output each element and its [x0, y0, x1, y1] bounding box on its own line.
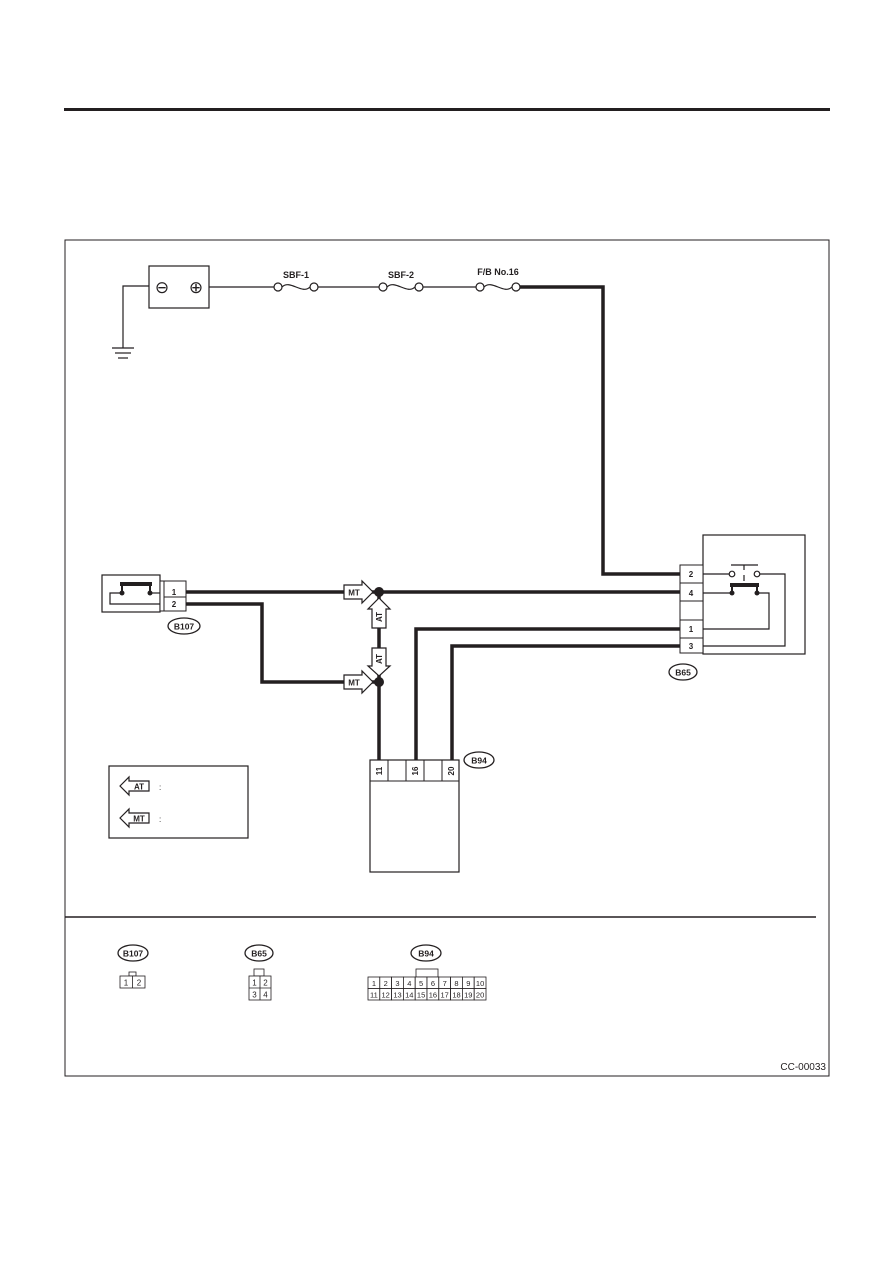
battery-plus-icon: ⊕: [189, 278, 203, 297]
b65-badge: B65: [668, 663, 698, 681]
b94-badge: B94: [463, 751, 495, 769]
b94-pin-label: 17: [441, 990, 449, 999]
svg-text:B94: B94: [418, 949, 434, 959]
b94-pin-label: 5: [419, 979, 423, 988]
mt-marker-lower: MT: [343, 669, 374, 695]
b94-module: 11 16 20: [369, 759, 460, 873]
b94-pin-label: 1: [372, 979, 376, 988]
fuse-sbf2-label: SBF-2: [388, 270, 414, 280]
b94-pin-label: 3: [395, 979, 399, 988]
svg-text:2: 2: [689, 570, 694, 579]
svg-text:3: 3: [689, 642, 694, 651]
b107-badge: B107: [167, 617, 201, 635]
b94-pin-label: 14: [405, 990, 413, 999]
b94-pin-label: 10: [476, 979, 484, 988]
svg-text:20: 20: [447, 766, 456, 775]
legend-mt-arrow-icon: MT: [119, 807, 150, 829]
fuse-fb-no16-label: F/B No.16: [477, 267, 519, 277]
ground-icon: [112, 285, 149, 359]
b94-pin-label: 11: [370, 990, 378, 999]
battery: ⊖ ⊕: [148, 265, 210, 309]
svg-text:1: 1: [689, 625, 694, 634]
connector-face-b107: B107 1 2: [117, 944, 149, 989]
b94-pin-label: 18: [452, 990, 460, 999]
figure-code: CC-00033: [780, 1062, 826, 1073]
legend-mt-text: :: [159, 815, 161, 824]
b94-pin-cell: [473, 988, 487, 1001]
at-marker-upper: AT: [366, 597, 392, 629]
b94-pin-label: 19: [464, 990, 472, 999]
svg-text:11: 11: [375, 766, 384, 775]
svg-text:B65: B65: [675, 668, 691, 678]
b65-switch: 2 4 1 3: [679, 534, 806, 655]
svg-text:2: 2: [263, 979, 268, 988]
battery-minus-icon: ⊖: [155, 278, 169, 297]
b94-pin-label: 2: [384, 979, 388, 988]
svg-text:AT: AT: [375, 612, 384, 622]
svg-text:MT: MT: [348, 589, 360, 598]
b94-pin-label: 6: [431, 979, 435, 988]
fuse-sbf1-label: SBF-1: [283, 270, 309, 280]
b94-pin-label: 8: [454, 979, 458, 988]
svg-text:MT: MT: [133, 815, 145, 824]
svg-text:AT: AT: [134, 783, 144, 792]
svg-text:1: 1: [124, 979, 129, 988]
fuse-sbf2: SBF-2: [378, 270, 424, 292]
legend-at-arrow-icon: AT: [119, 775, 150, 797]
at-marker-lower: AT: [366, 647, 392, 677]
b94-pin-label: 20: [476, 990, 484, 999]
b94-pin-label: 4: [407, 979, 411, 988]
mt-marker-upper: MT: [343, 579, 374, 605]
splice-node-upper: [374, 587, 384, 597]
svg-text:4: 4: [263, 991, 268, 1000]
diagram-frame: [64, 239, 830, 1077]
splice-node-lower: [374, 677, 384, 687]
b94-pin-label: 16: [429, 990, 437, 999]
svg-text:MT: MT: [348, 679, 360, 688]
b94-pin-label: 13: [393, 990, 401, 999]
connector-face-b65: B65 1 2 3 4: [244, 944, 274, 1001]
legend: AT : MT :: [108, 765, 249, 839]
svg-text:B65: B65: [251, 949, 267, 959]
svg-text:B107: B107: [123, 949, 144, 959]
svg-text:B94: B94: [471, 756, 487, 766]
svg-text:16: 16: [411, 766, 420, 775]
svg-text:2: 2: [172, 600, 177, 609]
svg-text:1: 1: [252, 979, 257, 988]
b94-pin-label: 12: [382, 990, 390, 999]
b94-pin-label: 7: [443, 979, 447, 988]
b94-pin-label: 9: [466, 979, 470, 988]
fuse-sbf1: SBF-1: [273, 270, 319, 292]
svg-text:AT: AT: [375, 654, 384, 664]
harness-wires: [186, 285, 680, 760]
b94-pin-label: 15: [417, 990, 425, 999]
fuse-fb-no16: F/B No.16: [475, 267, 521, 292]
svg-text:B107: B107: [174, 622, 195, 632]
svg-text:1: 1: [172, 588, 177, 597]
svg-text:4: 4: [689, 589, 694, 598]
b107-switch: [101, 574, 161, 613]
svg-text:2: 2: [137, 979, 142, 988]
b107-connector-pins: 1 2: [159, 580, 187, 612]
header-rule: [64, 108, 830, 111]
svg-text:3: 3: [252, 991, 257, 1000]
legend-at-text: :: [159, 783, 161, 792]
